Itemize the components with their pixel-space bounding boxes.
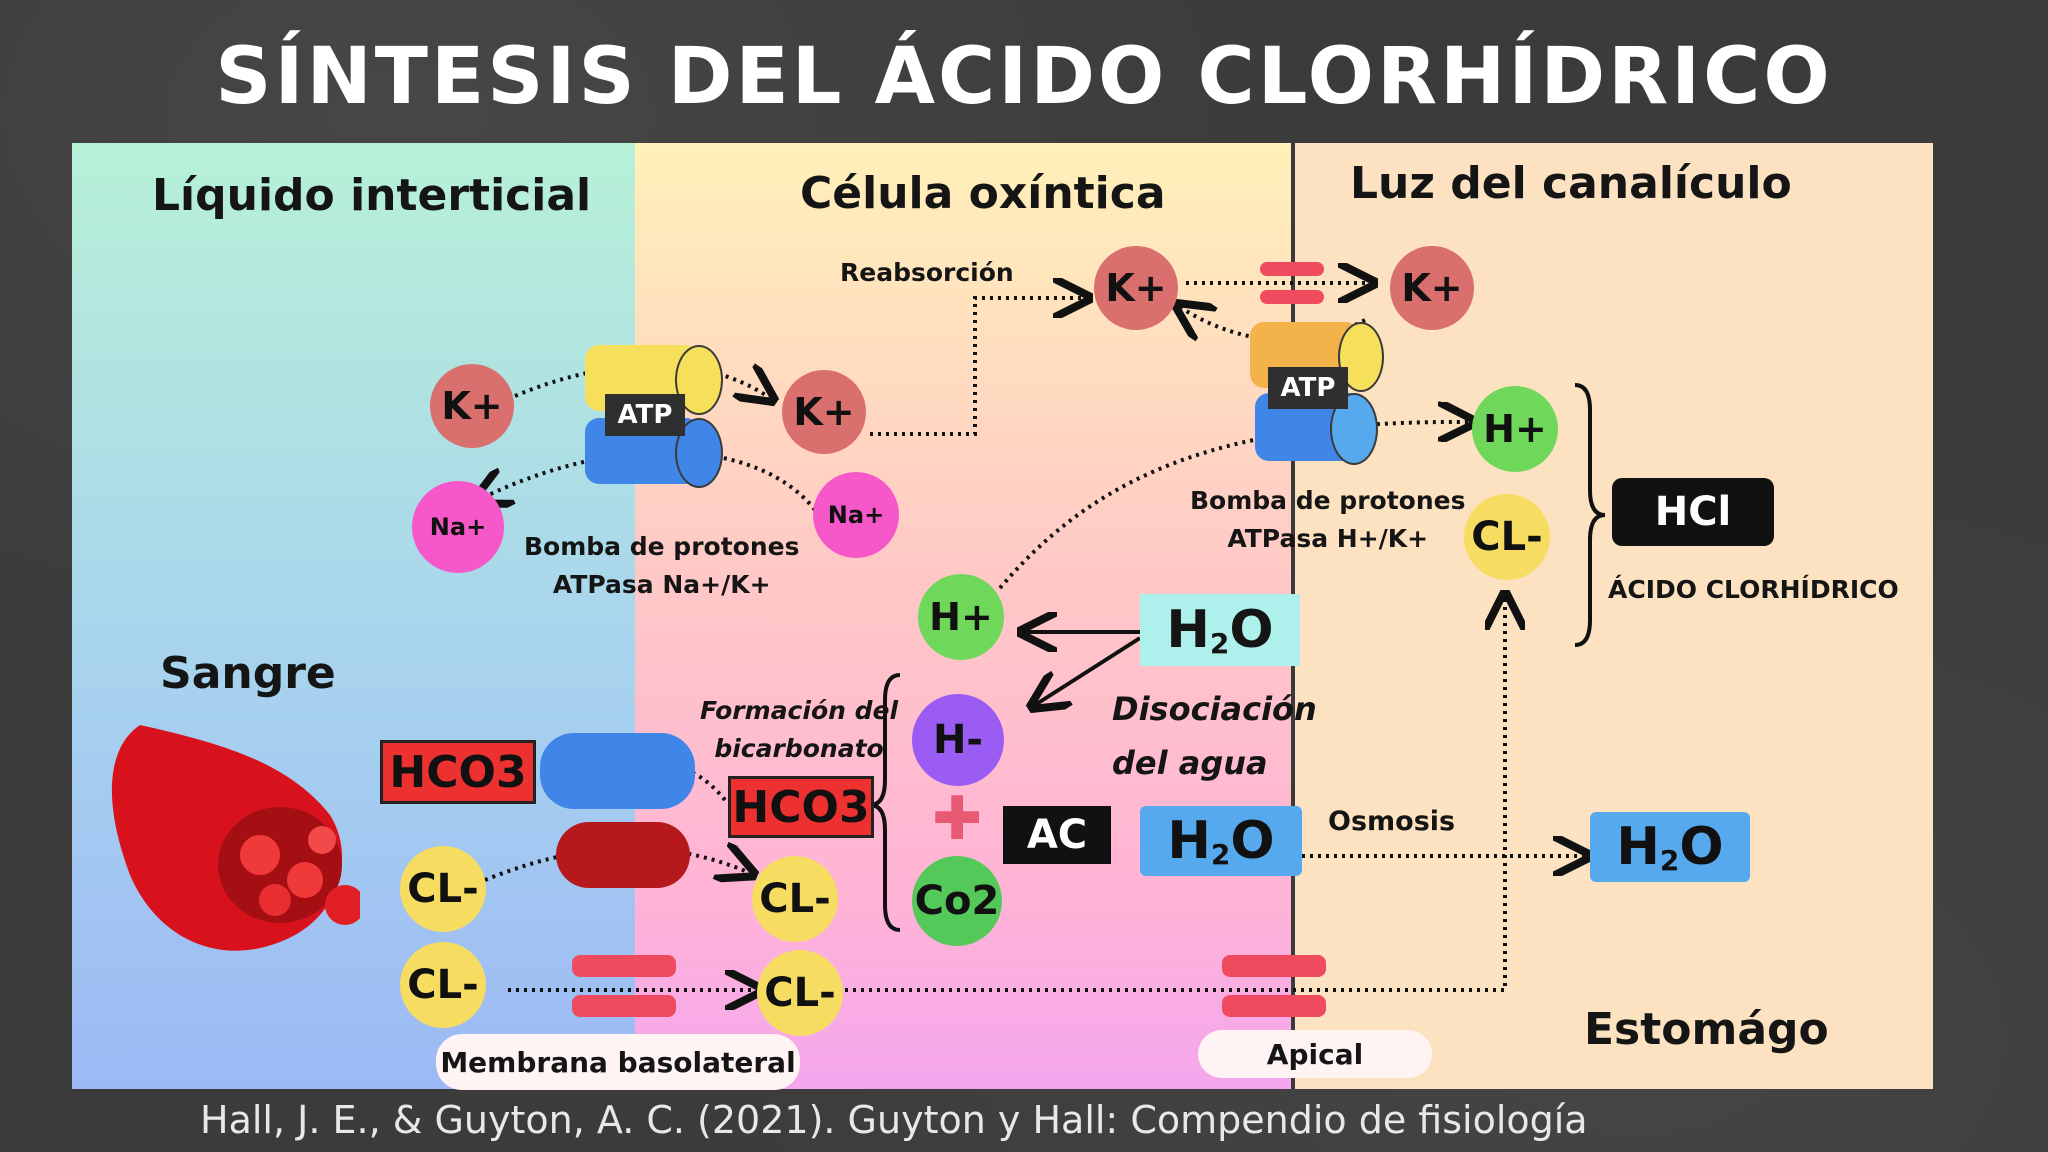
arrow-hco3-out xyxy=(650,764,727,802)
stomach-label: Estomágo xyxy=(1584,1004,1829,1055)
interstitial-heading: Líquido interticial xyxy=(152,170,592,221)
apical-cl-channel-bar-top xyxy=(1222,955,1326,977)
apical-channel-bar-bottom xyxy=(1260,290,1324,304)
water-formula-subscript: 2 xyxy=(1659,843,1680,877)
blood-label: Sangre xyxy=(160,648,336,699)
hydrogen-ion-lumen: H+ xyxy=(1472,386,1558,472)
water-formula-subscript: 2 xyxy=(1210,837,1231,871)
water-formula-subscript: 2 xyxy=(1209,626,1230,660)
chloride-ion-blood-2: CL- xyxy=(400,942,486,1028)
pump-h-k-label: Bomba de protones ATPasa H+/K+ xyxy=(1190,486,1466,553)
bicarbonate-box-blood: HCO3 xyxy=(380,740,536,804)
potassium-ion-lumen: K+ xyxy=(1390,246,1474,330)
bicarbonate-box-cell: HCO3 xyxy=(728,776,874,838)
pump-na-k-label: Bomba de protones ATPasa Na+/K+ xyxy=(524,532,800,599)
brace-hcl xyxy=(1574,383,1606,647)
basolateral-membrane-label: Membrana basolateral xyxy=(436,1034,800,1090)
potassium-ion-interstitial: K+ xyxy=(430,364,514,448)
blood-vessel-icon xyxy=(111,725,360,951)
arrow-cl-in xyxy=(484,848,750,880)
chloride-ion-cell-2: CL- xyxy=(757,950,843,1036)
basolateral-channel-bar-top xyxy=(572,955,676,977)
hydroxide-ion: H- xyxy=(912,694,1004,786)
bicarbonate-exchanger xyxy=(540,733,695,809)
reabsorption-label: Reabsorción xyxy=(840,258,1014,287)
chloride-ion-cell-1: CL- xyxy=(752,856,838,942)
chloride-exchanger xyxy=(556,822,690,888)
atp-label-h-k: ATP xyxy=(1268,367,1348,409)
sodium-ion-interstitial: Na+ xyxy=(412,481,504,573)
apical-membrane-label: Apical xyxy=(1198,1030,1432,1078)
interstitial-panel xyxy=(72,143,635,1089)
water-formula-h: H xyxy=(1166,600,1210,660)
arrow-cl-apical xyxy=(845,598,1505,992)
arrow-water-hminus xyxy=(1035,636,1142,705)
hcl-box: HCl xyxy=(1612,478,1774,546)
dissociation-label: Disociación del agua xyxy=(1112,690,1317,782)
apical-cl-channel-bar-bottom xyxy=(1222,995,1326,1017)
potassium-ion-cell: K+ xyxy=(782,370,866,454)
potassium-ion-apical-cell: K+ xyxy=(1094,246,1178,330)
bicarbonate-formation-label: Formación del bicarbonato xyxy=(700,696,899,763)
water-formula-o: O xyxy=(1229,600,1274,660)
sodium-ion-cell: Na+ xyxy=(813,472,899,558)
water-formula-h: H xyxy=(1616,817,1660,877)
acid-label: ÁCIDO CLORHÍDRICO xyxy=(1608,575,1899,604)
page-title: SÍNTESIS DEL ÁCIDO CLORHÍDRICO xyxy=(215,32,1833,122)
basolateral-channel-bar-bottom xyxy=(572,995,676,1017)
water-formula-o: O xyxy=(1230,811,1275,871)
chloride-ion-lumen: CL- xyxy=(1464,494,1550,580)
hydrogen-ion-cell: H+ xyxy=(918,574,1004,660)
apical-channel-bar-top xyxy=(1260,262,1324,276)
carbon-dioxide: Co2 xyxy=(912,856,1002,946)
osmosis-label: Osmosis xyxy=(1328,806,1456,837)
arrow-h-pump xyxy=(998,422,1470,590)
carbonic-anhydrase-box: AC xyxy=(1003,806,1111,864)
plus-icon: ✚ xyxy=(932,784,983,854)
arrow-k-reabsorption xyxy=(870,298,1085,436)
water-formula-o: O xyxy=(1679,817,1724,877)
water-formula-h: H xyxy=(1167,811,1211,871)
reference-citation: Hall, J. E., & Guyton, A. C. (2021). Guy… xyxy=(200,1098,1588,1142)
atp-label-na-k: ATP xyxy=(605,394,685,436)
lumen-heading: Luz del canalículo xyxy=(1350,158,1792,209)
cell-heading: Célula oxíntica xyxy=(800,168,1166,219)
chloride-ion-blood-1: CL- xyxy=(400,846,486,932)
